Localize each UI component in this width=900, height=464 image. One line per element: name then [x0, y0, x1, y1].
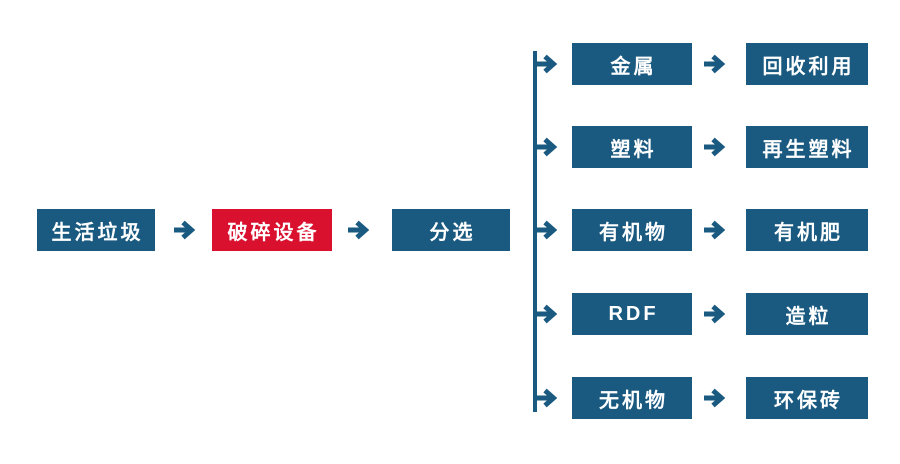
arrow-right-icon	[704, 54, 726, 74]
arrow-right-icon	[535, 304, 558, 324]
node-crushing-equipment: 破碎设备	[212, 209, 332, 251]
arrow-right-icon	[348, 220, 370, 240]
node-organic-matter: 有机物	[572, 209, 692, 251]
node-rdf: RDF	[572, 293, 692, 335]
arrow-right-icon	[535, 54, 558, 74]
arrow-right-icon	[704, 220, 726, 240]
arrow-right-icon	[535, 220, 558, 240]
arrow-right-icon	[704, 388, 726, 408]
node-organic-fertilizer: 有机肥	[746, 209, 868, 251]
arrow-right-icon	[535, 137, 558, 157]
node-granulation: 造粒	[746, 293, 868, 335]
node-plastic: 塑料	[572, 126, 692, 168]
node-recycled-plastic: 再生塑料	[746, 126, 868, 168]
node-recycling: 回收利用	[746, 43, 868, 85]
node-eco-brick: 环保砖	[746, 377, 868, 419]
node-household-waste: 生活垃圾	[37, 209, 155, 251]
node-inorganic-matter: 无机物	[572, 377, 692, 419]
node-metal: 金属	[572, 43, 692, 85]
node-sorting: 分选	[392, 209, 510, 251]
arrow-right-icon	[174, 220, 196, 240]
arrow-right-icon	[704, 304, 726, 324]
arrow-right-icon	[704, 137, 726, 157]
arrow-right-icon	[535, 388, 558, 408]
